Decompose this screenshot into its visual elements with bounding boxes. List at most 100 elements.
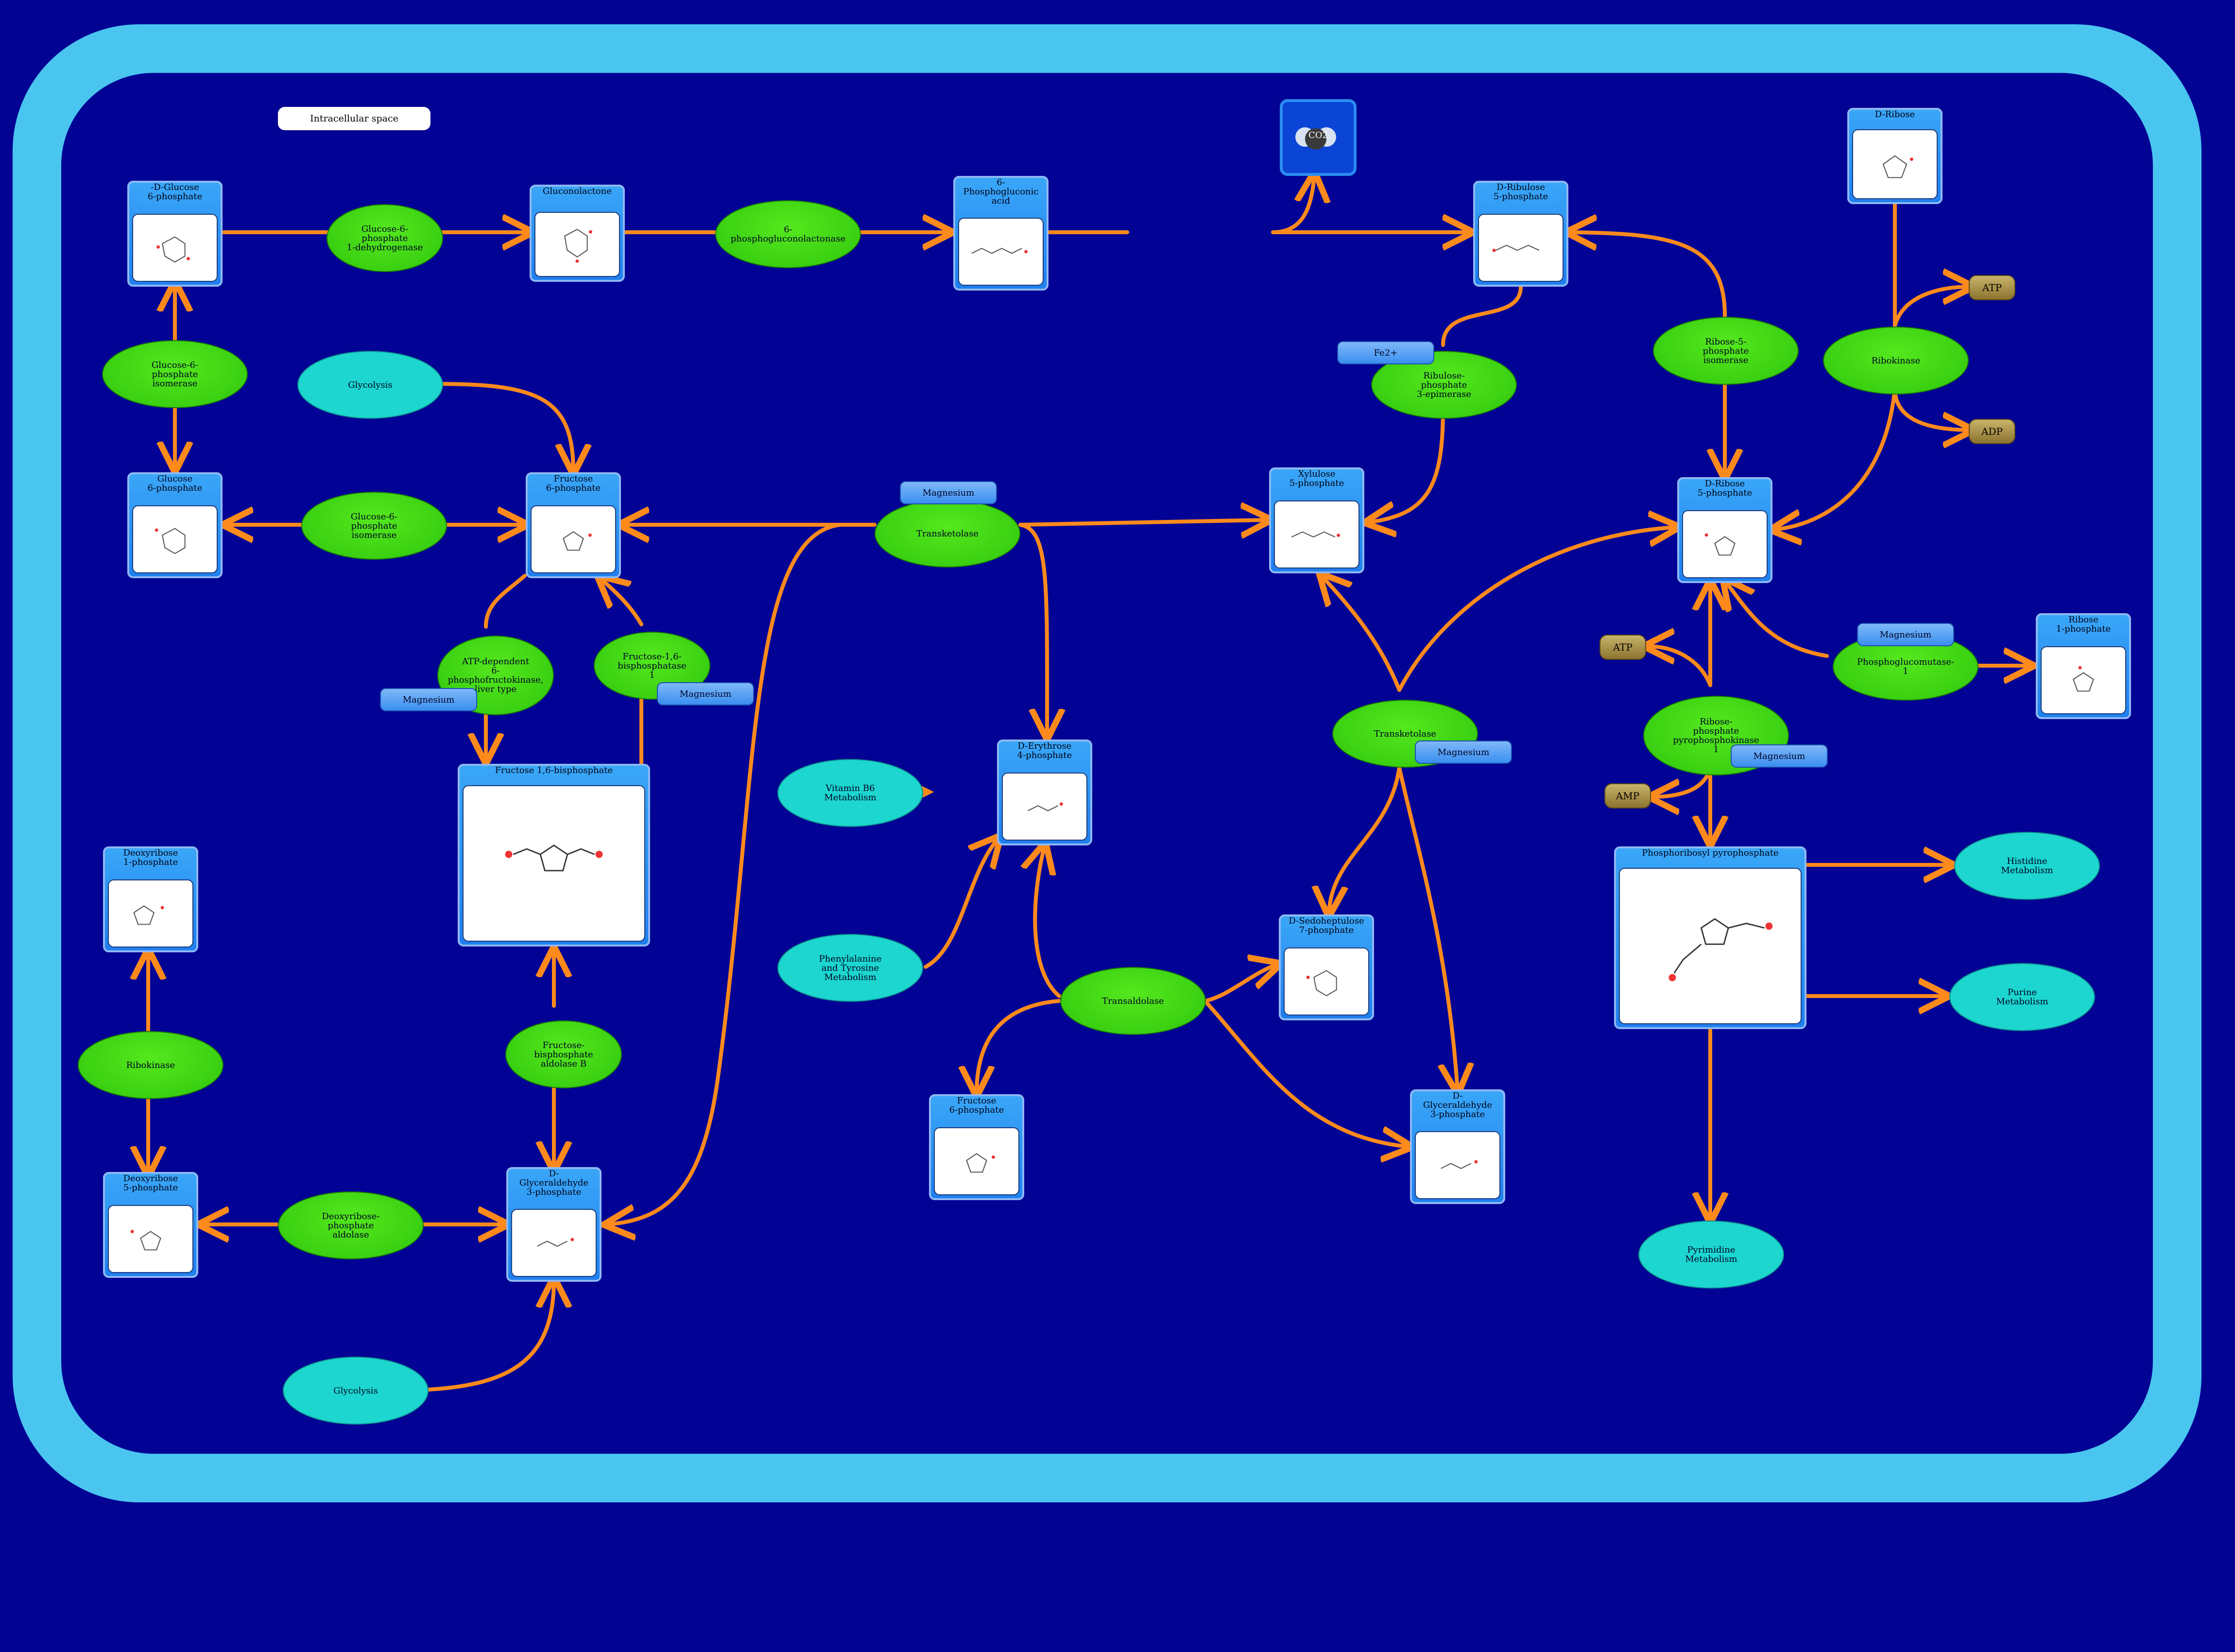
pathway-glycolysis-top[interactable]: Glycolysis [297, 351, 443, 419]
compound-deoxyribose-1-phosphate[interactable]: Deoxyribose 1-phosphate [103, 846, 198, 952]
structure-image [108, 1205, 193, 1273]
arrow [1329, 766, 1401, 913]
arrow [1322, 576, 1401, 692]
enzyme-transketolase-top[interactable]: Transketolase [875, 499, 1020, 568]
small-molecule-adp[interactable]: ADP [1969, 419, 2015, 444]
cofactor-magnesium[interactable]: Magnesium [657, 682, 754, 706]
compound-ribose-1-phosphate[interactable]: Ribose 1-phosphate [2036, 613, 2131, 719]
cofactor-magnesium[interactable]: Magnesium [1415, 740, 1512, 764]
enzyme-ribose-5-phosphate-isomerase[interactable]: Ribose-5- phosphate isomerase [1653, 317, 1799, 385]
compound-label: 6- Phosphogluconic acid [963, 177, 1039, 206]
pathway-histidine-metabolism[interactable]: Histidine Metabolism [1954, 832, 2100, 900]
structure-image [1682, 510, 1768, 578]
compound-label: D-Erythrose 4-phosphate [1017, 741, 1072, 760]
small-molecule-atp[interactable]: ATP [1599, 635, 1646, 660]
arrow [1893, 387, 1970, 430]
compound-d-glucose-6-phosphate[interactable]: -D-Glucose 6-phosphate [127, 181, 223, 287]
compound-label: D-Ribose [1874, 109, 1915, 120]
enzyme-glucose-6-phosphate-isomerase-top[interactable]: Glucose-6- phosphate isomerase [102, 340, 248, 408]
arrow [1397, 527, 1676, 692]
arrow [1035, 845, 1061, 998]
enzyme-phosphoglucomutase-1[interactable]: Phosphoglucomutase- 1 [1833, 633, 1978, 701]
pathway-glycolysis-bottom[interactable]: Glycolysis [283, 1357, 429, 1425]
enzyme-6-phosphogluconolactonase[interactable]: 6- phosphogluconolactonase [715, 200, 861, 268]
compound-deoxyribose-5-phosphate[interactable]: Deoxyribose 5-phosphate [103, 1172, 198, 1278]
compartment-label: Intracellular space [278, 107, 430, 130]
compound-d-ribulose-5-phosphate[interactable]: D-Ribulose 5-phosphate [1473, 181, 1568, 287]
compound-label: Fructose 6-phosphate [949, 1096, 1004, 1115]
arrow [1397, 766, 1458, 1091]
small-molecule-amp[interactable]: AMP [1604, 783, 1651, 809]
compound-fructose-6-phosphate-bottom[interactable]: Fructose 6-phosphate [929, 1094, 1024, 1200]
enzyme-glucose-6-phosphate-isomerase-mid[interactable]: Glucose-6- phosphate isomerase [301, 492, 447, 560]
compound-label: Xylulose 5-phosphate [1289, 469, 1344, 488]
arrow [1773, 387, 1897, 530]
cofactor-magnesium[interactable]: Magnesium [1731, 744, 1828, 768]
arrow [1203, 999, 1409, 1147]
cofactor-magnesium[interactable]: Magnesium [900, 481, 997, 504]
structure-image [132, 214, 218, 282]
compound-label: Deoxyribose 1-phosphate [123, 848, 178, 867]
arrow [1368, 406, 1445, 522]
structure-image [531, 505, 616, 573]
enzyme-glucose-6-phosphate-1-dehydrogenase[interactable]: Glucose-6- phosphate 1-dehydrogenase [327, 204, 443, 272]
compound-label: Deoxyribose 5-phosphate [123, 1173, 178, 1193]
compound-gluconolactone[interactable]: Gluconolactone [530, 185, 625, 282]
compound-d-glyceraldehyde-3-phosphate-left[interactable]: D- Glyceraldehyde 3-phosphate [506, 1167, 602, 1282]
compound-6-phosphogluconic-acid[interactable]: 6- Phosphogluconic acid [953, 176, 1049, 291]
compound-fructose-6-phosphate-top[interactable]: Fructose 6-phosphate [526, 472, 621, 578]
co2-label: CO2 [1308, 130, 1328, 140]
pathway-pyrimidine-metabolism[interactable]: Pyrimidine Metabolism [1638, 1221, 1784, 1289]
structure-image [1415, 1131, 1500, 1199]
structure-image [1852, 129, 1938, 199]
co2-node[interactable]: CO2 [1280, 99, 1357, 176]
compound-glucose-6-phosphate[interactable]: Glucose 6-phosphate [127, 472, 223, 578]
pathway-vitamin-b6-metabolism[interactable]: Vitamin B6 Metabolism [777, 759, 923, 827]
compound-d-sedoheptulose-7-phosphate[interactable]: D-Sedoheptulose 7-phosphate [1279, 914, 1374, 1020]
structure-image [1284, 947, 1369, 1015]
structure-image [1274, 500, 1359, 568]
co2-molecule-icon [1295, 127, 1336, 150]
compound-label: -D-Glucose 6-phosphate [147, 182, 203, 202]
structure-image [132, 505, 218, 573]
arrow [1893, 287, 1970, 327]
enzyme-deoxyribose-phosphate-aldolase[interactable]: Deoxyribose- phosphate aldolase [278, 1191, 424, 1259]
enzyme-transketolase-mid[interactable]: Transketolase [1332, 700, 1478, 768]
structure-image [1478, 214, 1564, 282]
compound-label: D-Ribulose 5-phosphate [1493, 182, 1548, 202]
compound-phosphoribosyl-pyrophosphate[interactable]: Phosphoribosyl pyrophosphate [1614, 846, 1806, 1029]
compound-label: Gluconolactone [543, 186, 612, 196]
small-molecule-atp[interactable]: ATP [1969, 275, 2015, 300]
enzyme-ribokinase-right[interactable]: Ribokinase [1823, 327, 1969, 395]
compound-d-ribose-5-phosphate[interactable]: D-Ribose 5-phosphate [1677, 477, 1772, 583]
compound-label: D-Sedoheptulose 7-phosphate [1289, 916, 1364, 935]
structure-image [958, 218, 1044, 286]
compound-fructose-1-6-bisphosphate[interactable]: Fructose 1,6-bisphosphate [458, 764, 650, 946]
structure-image [463, 785, 645, 942]
arrow [1647, 646, 1712, 687]
cofactor-fe2[interactable]: Fe2+ [1337, 341, 1434, 364]
compound-d-erythrose-4-phosphate[interactable]: D-Erythrose 4-phosphate [997, 740, 1092, 845]
compound-label: D- Glyceraldehyde 3-phosphate [519, 1169, 589, 1197]
compound-label: Fructose 1,6-bisphosphate [495, 765, 613, 775]
pathway-phenylalanine-tyrosine-metabolism[interactable]: Phenylalanine and Tyrosine Metabolism [777, 934, 923, 1002]
compound-xylulose-5-phosphate[interactable]: Xylulose 5-phosphate [1269, 467, 1364, 573]
compound-label: Phosphoribosyl pyrophosphate [1642, 848, 1779, 858]
cofactor-magnesium[interactable]: Magnesium [380, 688, 477, 711]
structure-image [534, 212, 620, 277]
enzyme-transaldolase[interactable]: Transaldolase [1060, 967, 1206, 1035]
compound-label: D- Glyceraldehyde 3-phosphate [1423, 1091, 1493, 1119]
compound-label: D-Ribose 5-phosphate [1697, 479, 1753, 498]
enzyme-ribokinase-left[interactable]: Ribokinase [78, 1031, 224, 1099]
enzyme-fructose-bisphosphate-aldolase-b[interactable]: Fructose- bisphosphate aldolase B [505, 1020, 622, 1088]
cofactor-magnesium[interactable]: Magnesium [1857, 623, 1954, 646]
compound-d-ribose[interactable]: D-Ribose [1847, 108, 1943, 204]
pathway-purine-metabolism[interactable]: Purine Metabolism [1949, 963, 2095, 1031]
structure-image [1002, 773, 1087, 841]
structure-image [511, 1209, 597, 1277]
compound-d-glyceraldehyde-3-phosphate-right[interactable]: D- Glyceraldehyde 3-phosphate [1410, 1089, 1505, 1204]
arrow [1018, 523, 1047, 736]
arrow [426, 1280, 554, 1392]
compound-label: Glucose 6-phosphate [147, 474, 203, 493]
